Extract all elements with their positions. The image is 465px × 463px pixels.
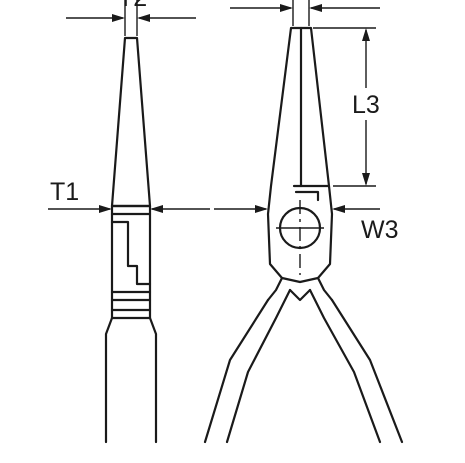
t1-label: T1 bbox=[50, 178, 79, 206]
left-handle-outline bbox=[203, 288, 292, 444]
front-view-jaw-edge bbox=[292, 184, 331, 202]
t2-dimension: T2 bbox=[66, 0, 196, 36]
right-handle-outline bbox=[308, 288, 404, 444]
l3-dimension: L3 bbox=[313, 27, 380, 187]
t1-dimension: T1 bbox=[48, 178, 210, 213]
side-view bbox=[104, 36, 158, 444]
w3-label: W3 bbox=[361, 216, 399, 244]
front-view bbox=[203, 0, 404, 444]
l3-label: L3 bbox=[352, 91, 380, 119]
t2-label: T2 bbox=[118, 0, 147, 12]
side-view-joint-detail bbox=[110, 212, 152, 312]
front-view-shoulders bbox=[266, 276, 334, 302]
w3-dimension: W3 bbox=[214, 205, 399, 244]
front-view-jaw-outline bbox=[266, 26, 334, 284]
side-view-handle-outline bbox=[104, 316, 158, 444]
side-view-jaw-outline bbox=[110, 36, 152, 208]
